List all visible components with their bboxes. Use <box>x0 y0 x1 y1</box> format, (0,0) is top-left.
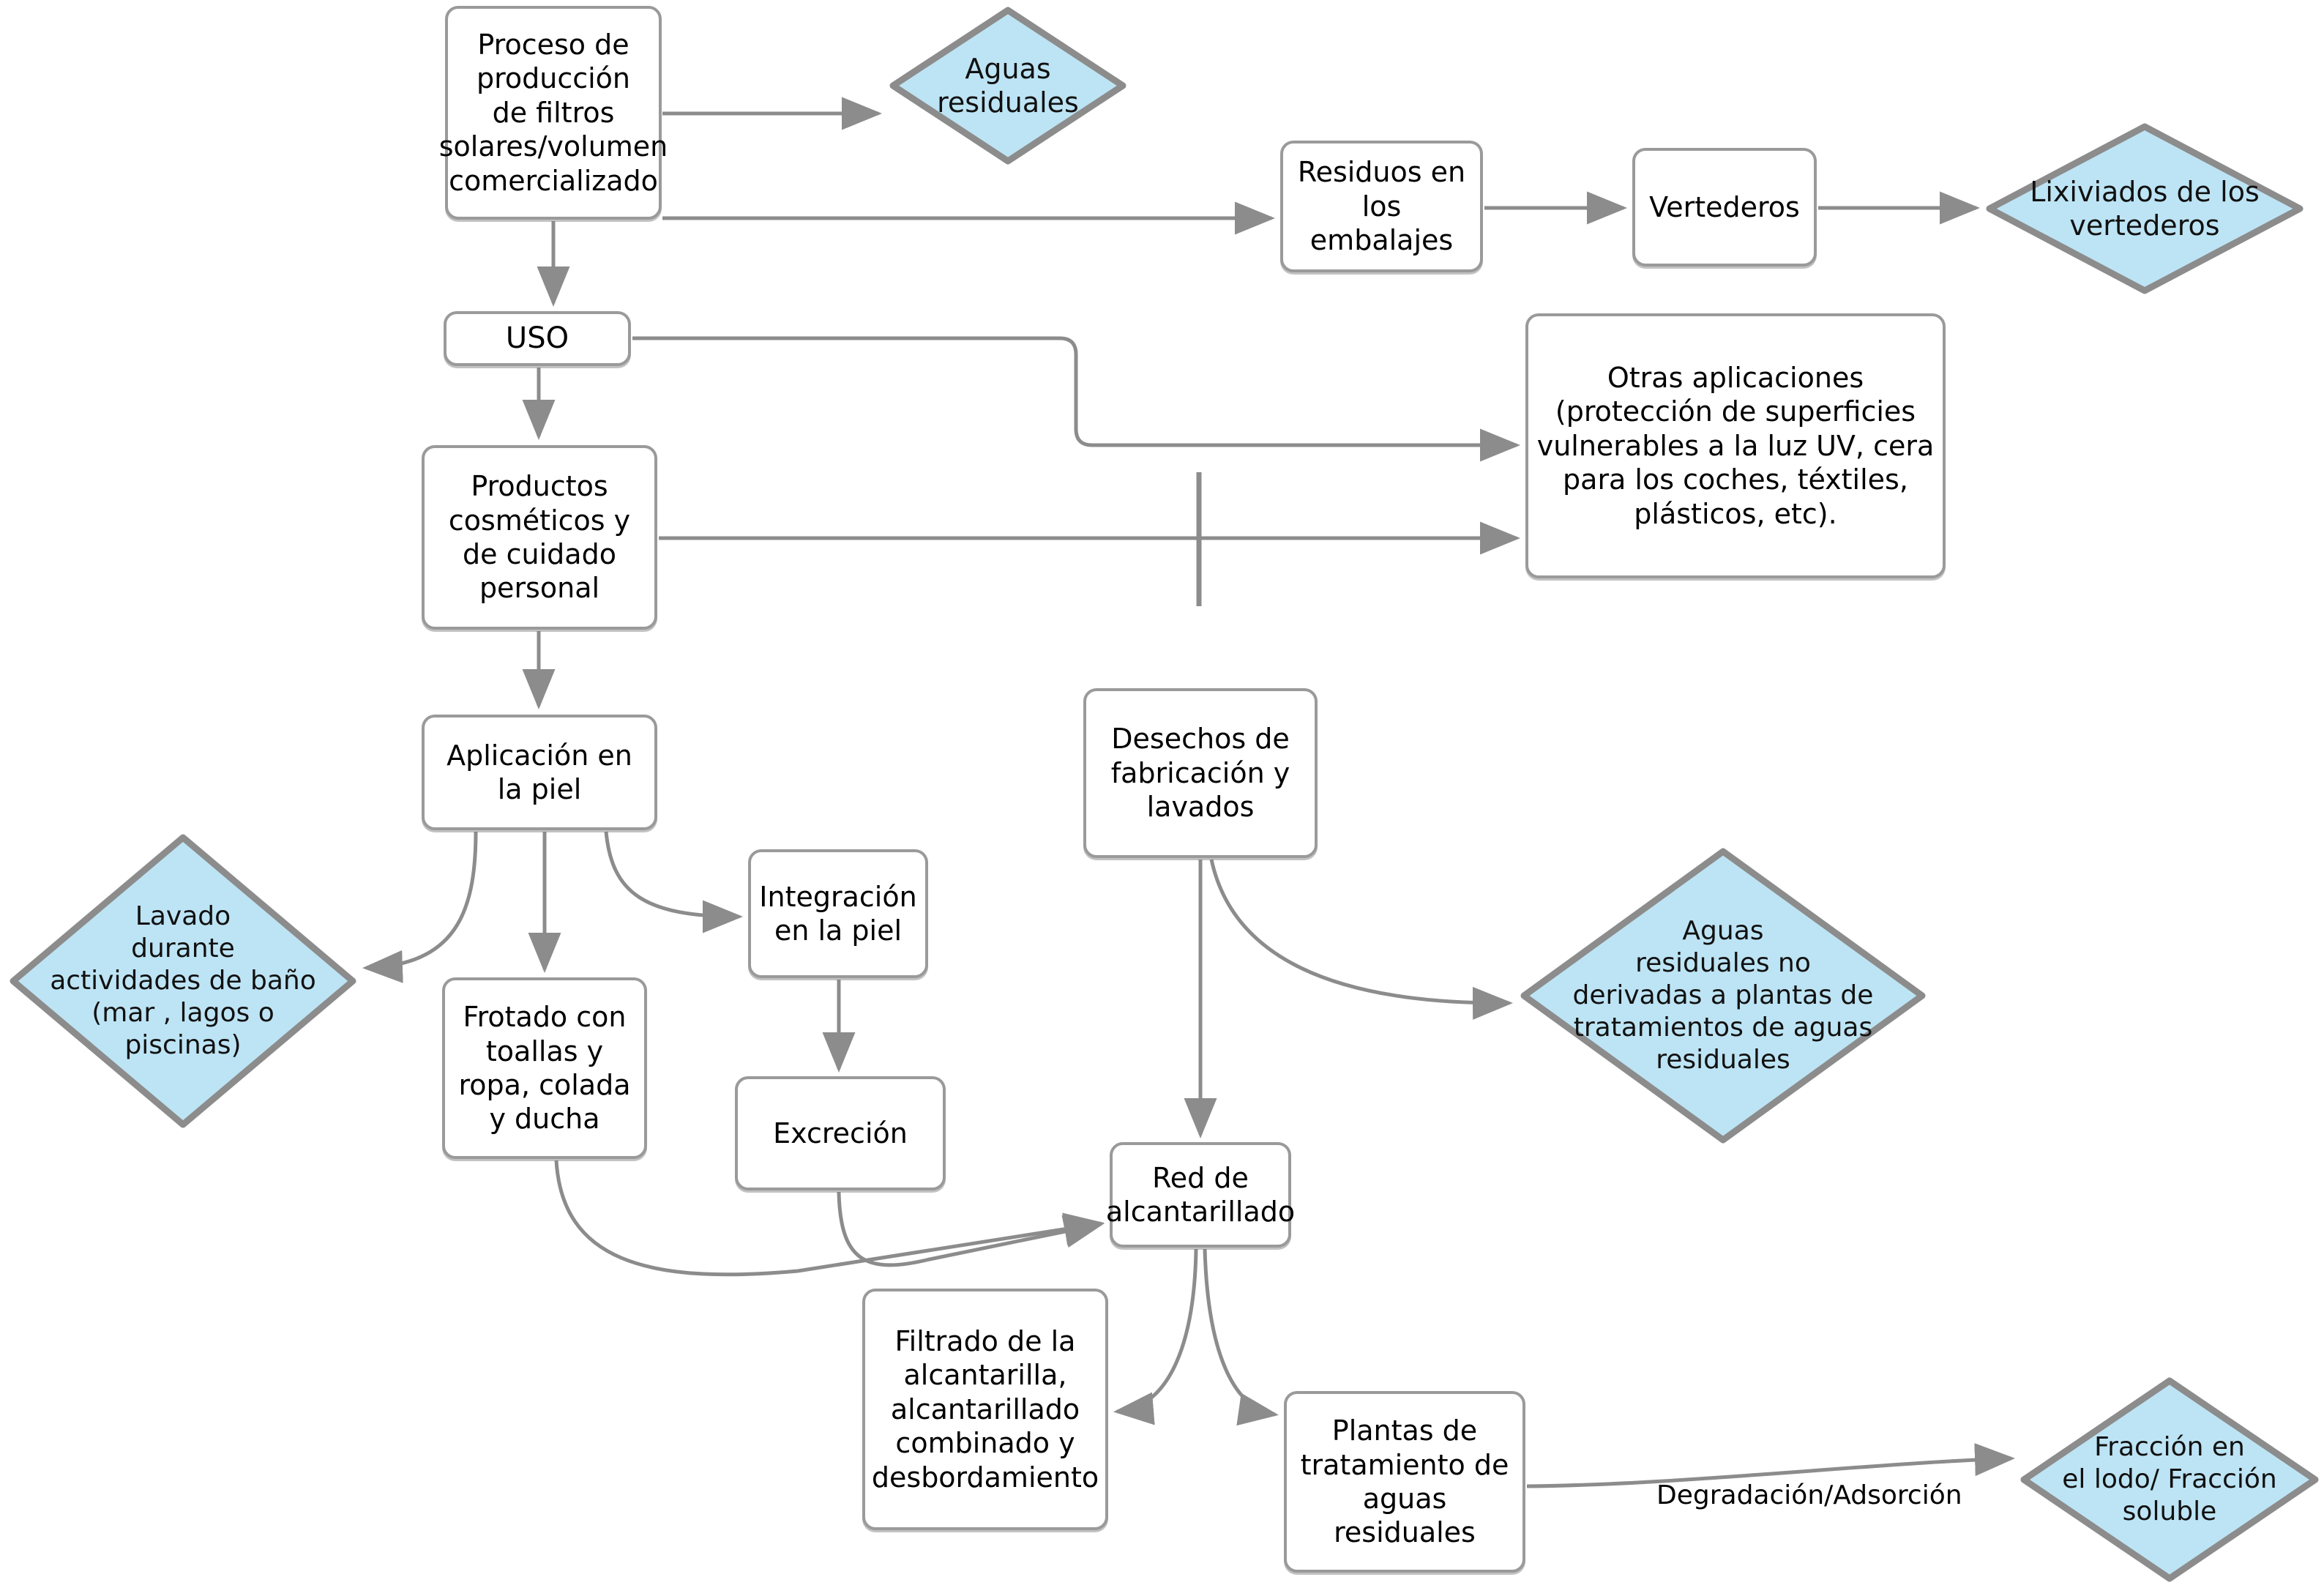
node-aguas-residuales-no-derivadas[interactable]: Aguas residuales no derivadas a plantas … <box>1518 846 1928 1146</box>
edge-aplicacion-piel-to-integracion <box>604 831 743 933</box>
node-lavado-actividades-bano[interactable]: Lavado durante actividades de baño (mar … <box>7 832 359 1130</box>
edge-excrecion-to-red-alcantarillado <box>837 1191 1105 1267</box>
node-plantas-tratamiento-aguas[interactable]: Plantas de tratamiento de aguas residual… <box>1284 1391 1525 1573</box>
node-label: Lavado durante actividades de baño (mar … <box>50 901 316 1060</box>
diamond-shape-icon <box>2020 1377 2319 1582</box>
node-residuos-embalajes[interactable]: Residuos en los embalajes <box>1280 141 1483 272</box>
diamond-shape-icon <box>10 834 356 1128</box>
node-uso[interactable]: USO <box>444 311 631 366</box>
node-label: Aguas residuales no derivadas a plantas … <box>1572 916 1874 1075</box>
node-aplicacion-en-la-piel[interactable]: Aplicación en la piel <box>422 715 657 830</box>
node-vertederos[interactable]: Vertederos <box>1632 148 1817 266</box>
node-label: Lixiviados de los vertederos <box>2030 175 2260 242</box>
node-filtrado-alcantarilla[interactable]: Filtrado de la alcantarilla, alcantarill… <box>862 1289 1108 1530</box>
node-desechos-fabricacion-lavados[interactable]: Desechos de fabricación y lavados <box>1083 688 1318 858</box>
node-integracion-en-la-piel[interactable]: Integración en la piel <box>748 849 928 978</box>
edge-red-alcantarillado-to-plantas <box>1203 1248 1279 1426</box>
node-otras-aplicaciones[interactable]: Otras aplicaciones (protección de superf… <box>1525 313 1946 578</box>
diamond-shape-icon <box>1520 848 1926 1144</box>
edge-desechos-to-aguas-no-derivadas <box>1209 859 1513 1020</box>
node-proceso-produccion[interactable]: Proceso de producción de filtros solares… <box>439 6 668 220</box>
node-frotado-toallas-ropa[interactable]: Frotado con toallas y ropa, colada y duc… <box>442 977 647 1159</box>
node-aguas-residuales[interactable]: Aguas residuales <box>887 4 1129 167</box>
node-lixiviados-vertederos[interactable]: Lixiviados de los vertederos <box>1984 121 2306 297</box>
diamond-shape-icon <box>1986 123 2304 294</box>
diamond-shape-icon <box>889 7 1126 165</box>
node-label: Aguas residuales <box>937 52 1079 119</box>
node-excrecion[interactable]: Excreción <box>735 1076 946 1190</box>
edge-aplicacion-piel-to-lavado-bano <box>362 831 478 983</box>
node-productos-cosmeticos[interactable]: Productos cosméticos y de cuidado person… <box>422 445 657 630</box>
edge-label-degradacion-adsorcion: Degradación/Adsorción <box>1656 1480 1962 1510</box>
edge-red-alcantarillado-to-filtrado <box>1113 1248 1198 1425</box>
node-red-de-alcantarillado[interactable]: Red de alcantarillado <box>1106 1142 1295 1248</box>
node-fraccion-lodo-soluble[interactable]: Fracción en el lodo/ Fracción soluble <box>2018 1375 2321 1584</box>
node-label: Fracción en el lodo/ Fracción soluble <box>2062 1432 2277 1527</box>
edge-uso-to-otras-aplicaciones <box>632 336 1520 462</box>
